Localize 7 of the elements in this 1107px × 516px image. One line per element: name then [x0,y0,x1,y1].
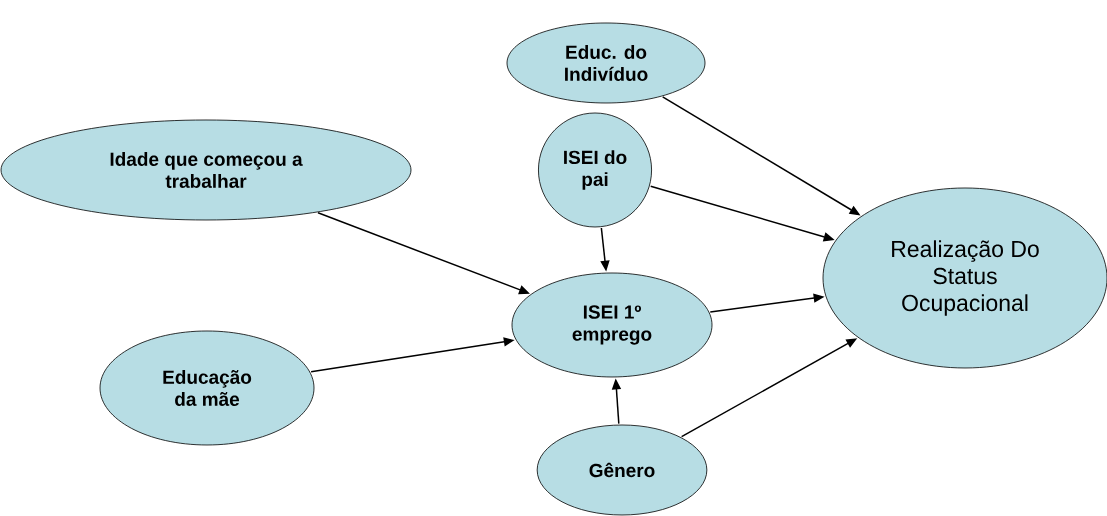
ellipse-node: Idade que começou a trabalhar [0,119,412,221]
ellipse-node: Educação da mãe [99,330,315,446]
ellipse-node: ISEI 1º emprego [511,272,713,378]
ellipse-node: Gênero [536,424,708,516]
ellipse-node: ISEI do pai [538,112,652,228]
ellipse-node: Realização Do Status Ocupacional [822,187,1107,369]
ellipse-node: Educ. do Indivíduo [506,22,706,104]
